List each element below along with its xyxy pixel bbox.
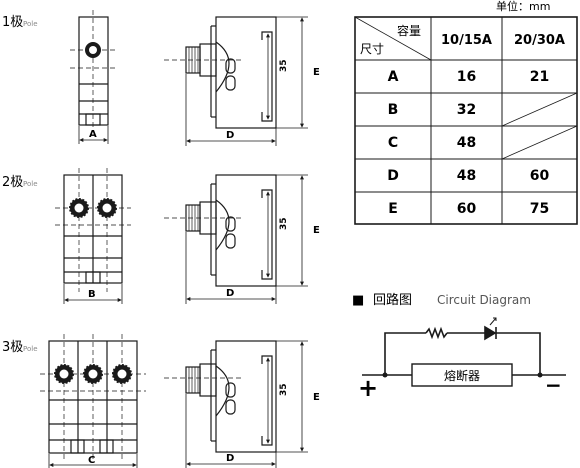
- table-row-label: E: [388, 201, 398, 217]
- front-view-2-pole: [55, 168, 131, 304]
- table-cell: 75: [530, 201, 549, 217]
- dim-label-e: E: [313, 67, 320, 78]
- positive-terminal-icon: +: [358, 374, 378, 402]
- resistor-icon: [425, 326, 448, 340]
- table-row-label: C: [388, 135, 398, 151]
- table-row-label: B: [388, 102, 399, 118]
- empty-cell-slash: [501, 92, 578, 127]
- table-corner-capacity: 容量: [397, 23, 421, 38]
- pole-1-label: 1极 Pole: [2, 15, 38, 30]
- front-view-3-pole: [40, 334, 146, 468]
- fuse-box: [411, 363, 513, 387]
- table-row-label: A: [388, 69, 399, 85]
- unit-label: 单位：mm: [496, 0, 550, 13]
- table-cell: 21: [530, 69, 549, 85]
- table-cell: 32: [457, 102, 476, 118]
- dim-label-e: E: [313, 225, 320, 236]
- table-col-header: 20/30A: [514, 33, 565, 48]
- svg-text:Pole: Pole: [23, 180, 38, 188]
- svg-text:2极: 2极: [2, 175, 23, 190]
- negative-terminal-icon: −: [545, 373, 562, 397]
- table-cell: 16: [457, 69, 476, 85]
- svg-text:回路图: 回路图: [373, 292, 412, 308]
- dim-label-35: 35: [279, 59, 289, 72]
- circuit-heading: ■ 回路图 Circuit Diagram: [352, 292, 531, 308]
- side-view-1-pole: [164, 16, 308, 146]
- side-view-3-pole: [164, 340, 308, 468]
- table-row-label: D: [387, 168, 399, 184]
- svg-text:3极: 3极: [2, 340, 23, 355]
- front-view-1-pole: [70, 10, 117, 144]
- table-cell: 48: [457, 135, 476, 151]
- svg-text:■: ■: [352, 293, 364, 308]
- dim-label-a: A: [89, 129, 97, 140]
- table-col-header: 10/15A: [441, 33, 492, 48]
- pole-2-label: 2极 Pole: [2, 175, 38, 190]
- table-cell: 60: [457, 201, 477, 217]
- knob-icon: [85, 42, 101, 58]
- circuit-diagram: [362, 317, 566, 387]
- dim-label-35: 35: [279, 217, 289, 230]
- led-diode-icon: [484, 325, 497, 341]
- svg-text:Pole: Pole: [23, 20, 38, 28]
- table-cell: 48: [457, 168, 476, 184]
- svg-text:Pole: Pole: [23, 345, 38, 353]
- svg-text:1极: 1极: [2, 15, 23, 30]
- side-view-2-pole: [164, 174, 308, 304]
- knob-icon: [69, 198, 117, 218]
- dim-label-d: D: [226, 130, 234, 141]
- dimension-table: [354, 16, 578, 225]
- empty-cell-slash: [501, 125, 578, 160]
- pole-3-label: 3极 Pole: [2, 340, 38, 355]
- dim-label-c: C: [88, 455, 95, 466]
- fuse-label: 熔断器: [444, 368, 480, 383]
- knob-icon: [54, 364, 132, 384]
- dim-label-d: D: [226, 288, 234, 299]
- svg-text:Circuit Diagram: Circuit Diagram: [437, 293, 531, 307]
- dim-label-35: 35: [279, 383, 289, 396]
- dim-label-b: B: [88, 289, 96, 300]
- dim-label-e: E: [313, 392, 320, 403]
- dim-label-d: D: [226, 453, 234, 464]
- table-cell: 60: [530, 168, 550, 184]
- table-corner-size: 尺寸: [360, 42, 384, 56]
